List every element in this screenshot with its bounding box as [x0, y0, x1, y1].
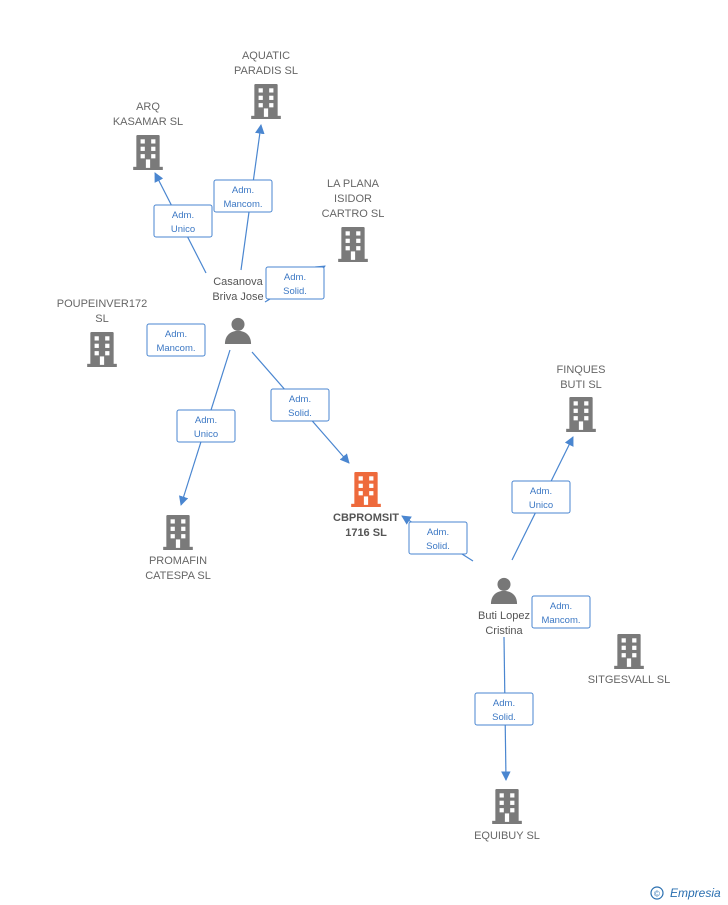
role-label-casanova-laplana: Adm. Solid. [265, 266, 325, 300]
role-label-casanova-aquatic: Adm. Mancom. [213, 179, 273, 213]
company-equibuy[interactable]: EQUIBUY SL [474, 789, 540, 842]
role-label-casanova-arq: Adm. Unico [153, 204, 213, 238]
role-label-buti-finques: Adm. Unico [511, 480, 571, 514]
role-text: Adm. [232, 185, 254, 196]
role-text: Adm. [284, 272, 306, 283]
role-text: Adm. [530, 486, 552, 497]
company-label: LA PLANA [327, 178, 380, 190]
role-box [213, 179, 273, 213]
company-label: EQUIBUY SL [474, 830, 540, 842]
edges-layer [154, 124, 574, 781]
role-label-buti-cbpromsit: Adm. Solid. [408, 521, 468, 555]
role-box [176, 409, 236, 443]
copyright-icon [650, 886, 664, 900]
company-label: POUPEINVER172 [57, 298, 147, 310]
company-label: CARTRO SL [322, 208, 385, 220]
building-icon [566, 397, 596, 432]
company-label: AQUATIC [242, 50, 290, 62]
role-text: Solid. [492, 712, 516, 723]
building-icon [163, 515, 193, 550]
building-icon [87, 332, 117, 367]
role-text: Unico [171, 224, 195, 235]
company-label: SL [95, 313, 108, 325]
role-box [511, 480, 571, 514]
brand-name: Empresia [670, 886, 721, 900]
company-label: CBPROMSIT [333, 512, 399, 524]
watermark: © Empresia [650, 886, 721, 900]
person-icon [224, 317, 252, 344]
role-text: Mancom. [223, 199, 262, 210]
company-label: PARADIS SL [234, 65, 298, 77]
person-label: Briva Jose [212, 291, 263, 303]
role-box [270, 388, 330, 422]
company-label: SITGESVALL SL [588, 674, 671, 686]
role-text: Solid. [288, 408, 312, 419]
company-promafin[interactable]: PROMAFIN CATESPA SL [145, 515, 211, 582]
nodes-layer: AQUATIC PARADIS SL ARQ KASAMAR SL LA PLANA IS… [57, 50, 671, 842]
role-text: Solid. [426, 541, 450, 552]
role-text: Mancom. [541, 615, 580, 626]
role-text: Mancom. [156, 343, 195, 354]
building-icon [492, 789, 522, 824]
company-aquatic[interactable]: AQUATIC PARADIS SL [234, 50, 298, 119]
role-box [531, 595, 591, 629]
building-icon [133, 135, 163, 170]
person-icon [490, 577, 518, 604]
role-label-casanova-promafin: Adm. Unico [176, 409, 236, 443]
role-label-casanova-poupeinver: Adm. Mancom. [146, 323, 206, 357]
company-label: ISIDOR [334, 193, 372, 205]
company-label: 1716 SL [345, 527, 387, 539]
role-text: Adm. [427, 527, 449, 538]
company-label: CATESPA SL [145, 570, 211, 582]
role-text: Adm. [195, 415, 217, 426]
role-label-buti-sitgesvall: Adm. Mancom. [531, 595, 591, 629]
building-icon [351, 472, 381, 507]
person-label: Buti Lopez [478, 610, 530, 622]
role-box [408, 521, 468, 555]
company-finques[interactable]: FINQUES BUTI SL [557, 364, 606, 432]
copyright-symbol: © [654, 890, 660, 899]
role-box [146, 323, 206, 357]
role-box [153, 204, 213, 238]
role-text: Adm. [165, 329, 187, 340]
building-icon [251, 84, 281, 119]
company-label: BUTI SL [560, 379, 602, 391]
building-icon [614, 634, 644, 669]
company-arq[interactable]: ARQ KASAMAR SL [113, 101, 183, 170]
roles-layer: Adm.Mancom.Adm.UnicoAdm.Solid.Adm.Mancom… [146, 179, 591, 726]
role-text: Unico [529, 500, 553, 511]
company-sitgesvall[interactable]: SITGESVALL SL [588, 634, 671, 686]
role-label-buti-equibuy: Adm. Solid. [474, 692, 534, 726]
role-text: Adm. [550, 601, 572, 612]
person-label: Casanova [213, 276, 263, 288]
company-label: FINQUES [557, 364, 606, 376]
building-icon [338, 227, 368, 262]
role-text: Adm. [493, 698, 515, 709]
person-label: Cristina [485, 625, 523, 637]
company-cbpromsit[interactable]: CBPROMSIT 1716 SL [333, 472, 399, 539]
role-text: Unico [194, 429, 218, 440]
role-box [474, 692, 534, 726]
company-label: ARQ [136, 101, 160, 113]
role-text: Solid. [283, 286, 307, 297]
company-laplana[interactable]: LA PLANA ISIDOR CARTRO SL [322, 178, 385, 262]
role-label-casanova-cbpromsit: Adm. Solid. [270, 388, 330, 422]
role-box [265, 266, 325, 300]
role-text: Adm. [172, 210, 194, 221]
company-label: PROMAFIN [149, 555, 207, 567]
role-text: Adm. [289, 394, 311, 405]
company-label: KASAMAR SL [113, 116, 183, 128]
